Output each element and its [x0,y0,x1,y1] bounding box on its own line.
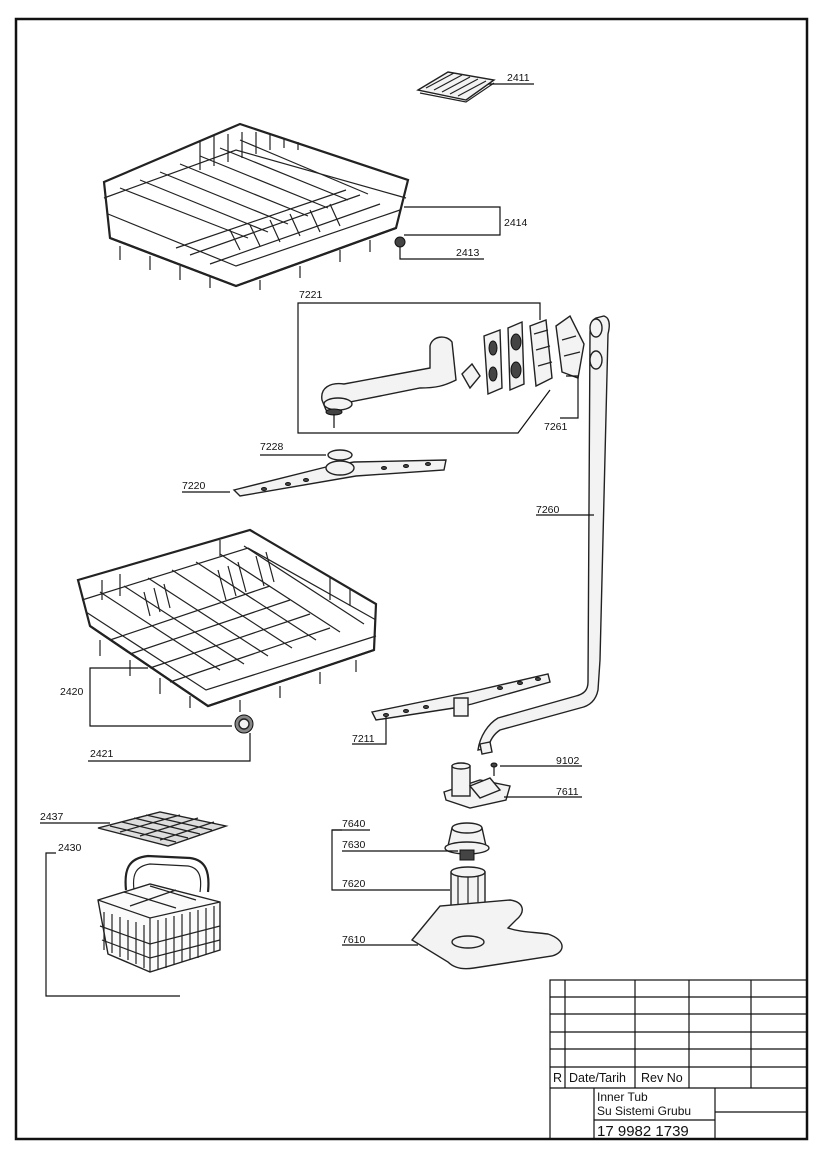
part-7220-spray-arm [232,459,447,497]
title-block-title-line1: Inner Tub [597,1090,648,1104]
part-9102-screw [490,762,498,776]
title-block-rev-no-header: Rev No [641,1071,683,1085]
label-7261: 7261 [544,421,568,433]
part-7221-spray-pipe [321,314,585,428]
label-7220: 7220 [182,480,206,492]
label-2411: 2411 [507,72,530,84]
label-7221: 7221 [299,289,323,301]
label-2437: 2437 [40,811,64,823]
title-block-rev-r: R [553,1071,562,1085]
label-2420: 2420 [60,686,84,698]
label-7611: 7611 [556,786,579,798]
title-block-date-header: Date/Tarih [569,1071,626,1085]
label-2421: 2421 [90,748,114,760]
label-7630: 7630 [342,839,366,851]
part-7228-ring [327,449,353,461]
part-7260-pipe [477,315,610,755]
part-7611-housing [443,762,511,809]
upper-basket [102,122,410,290]
label-9102: 9102 [556,755,580,767]
part-2430-cutlery-basket [97,854,221,973]
drawing-frame [14,17,809,1141]
part-7610-coarse-filter [410,899,563,970]
label-7228: 7228 [260,441,284,453]
title-block: R Date/Tarih Rev No Inner Tub Su Sistemi… [549,979,808,1140]
label-7260: 7260 [536,504,560,516]
title-block-part-number: 17 9982 1739 [597,1123,689,1140]
title-block-title-line2: Su Sistemi Grubu [597,1104,691,1118]
part-2437-grid [97,811,229,847]
label-7620: 7620 [342,878,366,890]
label-2430: 2430 [58,842,82,854]
label-2414: 2414 [504,217,528,229]
label-7640: 7640 [342,818,366,830]
part-7630-filter-cap [444,822,490,861]
label-2413: 2413 [456,247,480,259]
lower-basket [76,528,378,712]
part-7211-spray-arm [370,673,551,721]
label-7211: 7211 [352,733,375,745]
label-7610: 7610 [342,934,366,946]
part-2411-tray [416,71,496,103]
